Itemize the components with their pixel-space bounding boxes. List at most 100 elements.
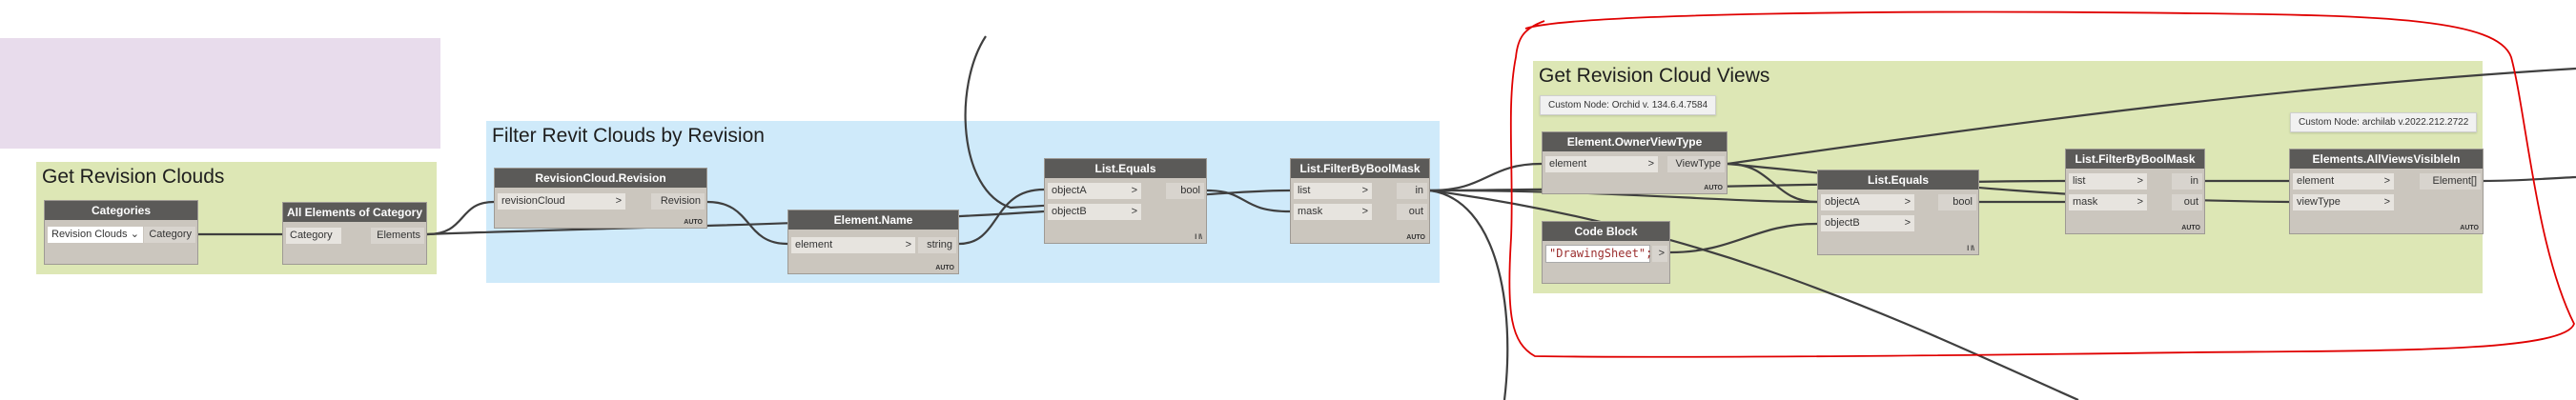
archilab-custom-node-tooltip: Custom Node: archilab v.2022.212.2722 [2290,112,2478,132]
output-port-category[interactable]: Category [144,227,195,243]
code-editor[interactable]: "DrawingSheet"; [1545,245,1652,263]
node-title: List.FilterByBoolMask [2066,150,2204,169]
input-port-objectb[interactable]: objectB > [1821,215,1914,231]
chevron-right-icon: > [1131,185,1137,196]
revision-cloud-revision-node[interactable]: RevisionCloud.Revision revisionCloud > R… [494,168,707,229]
wire-filter-in-diagonal [1429,189,2079,400]
input-port-element[interactable]: element > [2293,173,2394,190]
chevron-right-icon: > [1904,217,1911,229]
wire-code-block-to-objectb [1669,222,1818,254]
orchid-custom-node-tooltip: Custom Node: Orchid v. 134.6.4.7584 [1540,95,1717,115]
input-port-element[interactable]: element > [791,237,915,253]
node-title: All Elements of Category [283,203,426,222]
node-title: Code Block [1543,222,1669,241]
wire-revision-to-element-name [706,200,788,246]
input-port-objecta[interactable]: objectA > [1821,194,1914,210]
input-port-revision-cloud[interactable]: revisionCloud > [498,193,625,210]
element-name-node[interactable]: Element.Name element > string AUTO [787,210,959,274]
lacing-label: AUTO [1406,234,1425,241]
chevron-right-icon: > [2136,196,2143,208]
port-label: revisionCloud [501,195,565,207]
filter-by-bool-mask-node-2[interactable]: List.FilterByBoolMask list > mask > in o… [2065,149,2205,234]
port-label: objectA [1052,185,1087,196]
output-port-bool[interactable]: bool [1166,183,1204,199]
node-title: List.Equals [1045,159,1206,178]
wires [195,35,2576,400]
get-views-group[interactable]: Get Revision Cloud Views [1533,61,2483,293]
chevron-down-icon: ⌄ [130,229,139,240]
chevron-right-icon: > [2383,196,2390,208]
chevron-right-icon: > [2383,175,2390,187]
chevron-right-icon: > [1361,206,1368,217]
port-label: viewType [2297,196,2341,208]
node-title: List.FilterByBoolMask [1291,159,1429,178]
lacing-label: AUTO [2460,225,2479,231]
port-label: objectA [1825,196,1860,208]
lacing-label: l l\ [1195,234,1202,241]
input-port-mask[interactable]: mask > [1294,204,1372,220]
wire-all-elements-to-revision-cloud [426,200,495,236]
input-port-viewtype[interactable]: viewType > [2293,194,2394,210]
port-label: list [1298,185,1311,196]
input-port-mask[interactable]: mask > [2069,194,2147,210]
port-label: element [2297,175,2335,187]
dropdown-value: Revision Clouds [51,229,128,240]
input-port-list[interactable]: list > [2069,173,2147,190]
node-title: Categories [45,201,197,220]
get-revision-clouds-group[interactable]: Get Revision Clouds [36,162,437,274]
output-port-in[interactable]: in [1397,183,1427,199]
output-port-in[interactable]: in [2172,173,2202,190]
port-label: element [1549,158,1587,170]
wire-offscreen-up [1727,67,2576,166]
category-dropdown[interactable]: Revision Clouds ⌄ [48,227,143,243]
filter-clouds-group[interactable]: Filter Revit Clouds by Revision [486,121,1440,283]
port-label: list [2073,175,2086,187]
node-title: RevisionCloud.Revision [495,169,706,188]
output-port-string[interactable]: string [918,237,956,253]
port-label: mask [2073,196,2098,208]
code-block-node[interactable]: Code Block "DrawingSheet"; > [1542,221,1670,284]
lacing-label: AUTO [1704,185,1723,191]
chevron-right-icon: > [615,195,622,207]
filter-by-bool-mask-node-1[interactable]: List.FilterByBoolMask list > mask > in o… [1290,158,1430,244]
list-equals-node-1[interactable]: List.Equals objectA > objectB > bool l l… [1044,158,1207,244]
all-views-visible-in-node[interactable]: Elements.AllViewsVisibleIn element > vie… [2289,149,2484,234]
output-port-viewtype[interactable]: ViewType [1667,156,1725,172]
wire-bool-to-mask [1206,189,1291,213]
port-label: objectB [1825,217,1860,229]
group-title: Get Revision Clouds [42,166,225,188]
lacing-label: l l\ [1967,246,1974,252]
input-port-category[interactable]: Category [286,228,341,244]
output-port[interactable]: > [1652,246,1667,262]
element-owner-view-type-node[interactable]: Element.OwnerViewType element > ViewType… [1542,131,1728,194]
chevron-right-icon: > [1131,206,1137,217]
node-title: Element.OwnerViewType [1543,132,1727,151]
wire-offscreen-right [2483,175,2576,183]
wire-filter-in-to-owner-view-type [1429,162,1543,192]
categories-node[interactable]: Categories Revision Clouds ⌄ Category [44,200,198,265]
output-port-out[interactable]: out [1397,204,1427,220]
wire-all-elements-to-list-equals-objectb [426,210,1045,236]
output-port-elements[interactable]: Elements [371,228,424,244]
output-port-revision[interactable]: Revision [651,193,705,210]
port-label: mask [1298,206,1323,217]
output-port-bool[interactable]: bool [1938,194,1976,210]
red-annotation-loop [1508,10,2575,358]
group-title: Filter Revit Clouds by Revision [492,125,765,147]
lacing-label: AUTO [2181,225,2200,231]
port-label: objectB [1052,206,1087,217]
output-port-element-list[interactable]: Element[] [2420,173,2481,190]
input-port-objecta[interactable]: objectA > [1048,183,1141,199]
chevron-right-icon: > [905,239,911,250]
input-port-list[interactable]: list > [1294,183,1372,199]
node-title: Element.Name [788,210,958,230]
output-port-out[interactable]: out [2172,194,2202,210]
node-title: Elements.AllViewsVisibleIn [2290,150,2483,169]
lacing-label: AUTO [684,219,703,226]
all-elements-of-category-node[interactable]: All Elements of Category Category Elemen… [282,202,427,265]
list-equals-node-2[interactable]: List.Equals objectA > objectB > bool l l… [1817,170,1979,255]
input-port-element[interactable]: element > [1545,156,1658,172]
purple-group-background [0,38,440,149]
chevron-right-icon: > [1904,196,1911,208]
input-port-objectb[interactable]: objectB > [1048,204,1141,220]
